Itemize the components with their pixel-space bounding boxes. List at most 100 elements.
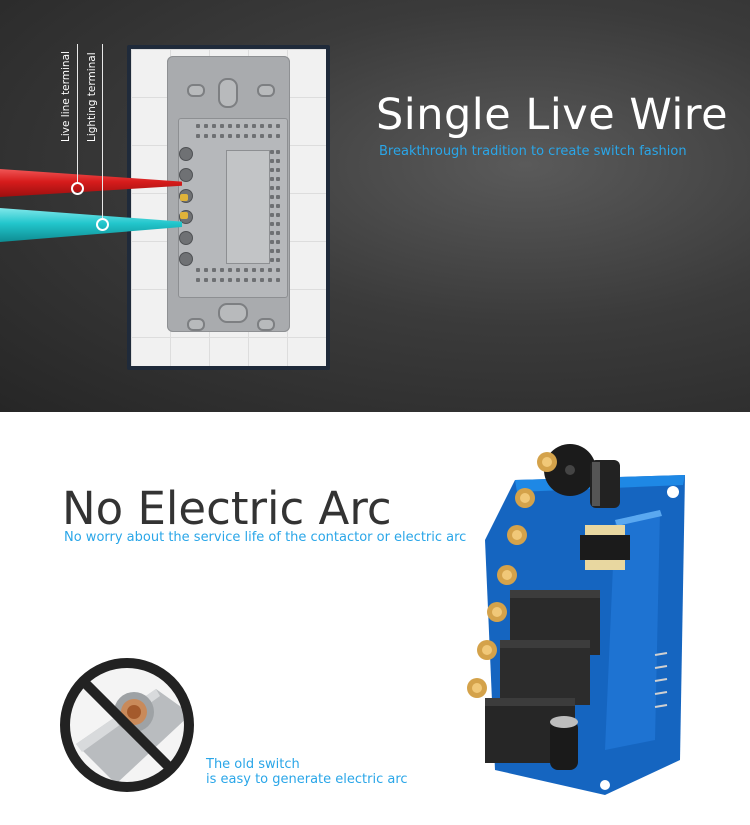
bottom-right-tab bbox=[257, 318, 275, 331]
vent-hole bbox=[268, 124, 272, 128]
vent-hole bbox=[204, 268, 208, 272]
vent-hole bbox=[220, 278, 224, 282]
vent-hole bbox=[228, 268, 232, 272]
no-electric-arc-title: No Electric Arc bbox=[62, 482, 392, 535]
vent-hole bbox=[244, 278, 248, 282]
vent-hole bbox=[252, 124, 256, 128]
no-electric-arc-subtitle: No worry about the service life of the c… bbox=[64, 530, 467, 545]
vent-hole bbox=[270, 231, 274, 235]
vent-hole bbox=[270, 150, 274, 154]
single-live-wire-title: Single Live Wire bbox=[376, 90, 729, 140]
vent-hole bbox=[270, 249, 274, 253]
vent-hole bbox=[212, 268, 216, 272]
vent-hole bbox=[260, 278, 264, 282]
lighting-label-line bbox=[102, 44, 103, 220]
electrolytic-capacitor bbox=[550, 720, 578, 770]
vent-hole bbox=[212, 278, 216, 282]
old-switch-caption-line1: The old switch bbox=[206, 757, 300, 772]
vent-hole bbox=[220, 124, 224, 128]
live-label-dot bbox=[71, 182, 84, 195]
gold-terminals bbox=[467, 452, 557, 698]
single-live-wire-subtitle: Breakthrough tradition to create switch … bbox=[379, 144, 687, 159]
mount-hole-bottom bbox=[600, 780, 610, 790]
module-window bbox=[226, 150, 270, 264]
relay-circuit-board bbox=[467, 444, 685, 795]
vent-hole bbox=[270, 213, 274, 217]
terminal-6 bbox=[179, 252, 193, 266]
vent-hole bbox=[268, 278, 272, 282]
vent-hole bbox=[276, 150, 280, 154]
vent-hole bbox=[212, 124, 216, 128]
vent-hole bbox=[276, 124, 280, 128]
vent-hole bbox=[276, 159, 280, 163]
vent-hole bbox=[276, 134, 280, 138]
vent-hole bbox=[276, 231, 280, 235]
vent-hole bbox=[196, 268, 200, 272]
vent-hole bbox=[270, 222, 274, 226]
vent-hole bbox=[196, 278, 200, 282]
vent-hole bbox=[276, 268, 280, 272]
vent-hole bbox=[252, 278, 256, 282]
vent-hole bbox=[244, 124, 248, 128]
single-live-wire-banner: Live line terminal Lighting terminal Sin… bbox=[0, 0, 750, 412]
vent-hole bbox=[268, 134, 272, 138]
top-left-tab bbox=[187, 84, 205, 97]
vent-hole bbox=[276, 249, 280, 253]
vent-hole bbox=[260, 124, 264, 128]
vent-hole bbox=[270, 240, 274, 244]
vent-hole bbox=[276, 177, 280, 181]
vent-hole bbox=[236, 278, 240, 282]
lighting-label-dot bbox=[96, 218, 109, 231]
vent-hole bbox=[276, 168, 280, 172]
vent-hole bbox=[270, 258, 274, 262]
vent-hole bbox=[220, 268, 224, 272]
vent-hole bbox=[270, 186, 274, 190]
vent-hole bbox=[204, 124, 208, 128]
vent-hole bbox=[276, 222, 280, 226]
vent-hole bbox=[220, 134, 224, 138]
vent-hole bbox=[236, 124, 240, 128]
vent-hole bbox=[228, 278, 232, 282]
vent-hole bbox=[270, 204, 274, 208]
vent-hole bbox=[228, 124, 232, 128]
vent-hole bbox=[244, 268, 248, 272]
lighting-terminal-label: Lighting terminal bbox=[86, 52, 98, 142]
vent-hole bbox=[270, 177, 274, 181]
vent-hole bbox=[268, 268, 272, 272]
vent-hole bbox=[270, 168, 274, 172]
header-pins bbox=[654, 652, 668, 708]
vent-hole bbox=[236, 134, 240, 138]
vent-hole bbox=[196, 124, 200, 128]
vent-hole bbox=[276, 278, 280, 282]
vent-hole bbox=[270, 159, 274, 163]
vent-hole bbox=[204, 278, 208, 282]
live-label-line bbox=[77, 44, 78, 184]
top-mount-slot bbox=[218, 78, 238, 108]
vent-hole bbox=[260, 268, 264, 272]
vent-hole bbox=[204, 134, 208, 138]
vent-hole bbox=[276, 258, 280, 262]
vent-hole bbox=[276, 204, 280, 208]
vent-hole bbox=[252, 134, 256, 138]
live-wire-tip bbox=[180, 194, 188, 201]
vent-hole bbox=[212, 134, 216, 138]
vent-hole bbox=[276, 213, 280, 217]
lighting-wire-tip bbox=[180, 212, 188, 219]
live-line-terminal-label: Live line terminal bbox=[60, 51, 72, 142]
mount-hole-top bbox=[667, 486, 679, 498]
old-switch-caption-line2: is easy to generate electric arc bbox=[206, 772, 408, 787]
terminal-1 bbox=[179, 147, 193, 161]
vent-hole bbox=[244, 134, 248, 138]
vent-hole bbox=[276, 240, 280, 244]
bottom-left-tab bbox=[187, 318, 205, 331]
vent-hole bbox=[276, 195, 280, 199]
bottom-mount-slot bbox=[218, 303, 248, 323]
vent-hole bbox=[270, 195, 274, 199]
vent-hole bbox=[276, 186, 280, 190]
vent-hole bbox=[252, 268, 256, 272]
vent-hole bbox=[236, 268, 240, 272]
relay-2 bbox=[500, 640, 590, 705]
top-right-tab bbox=[257, 84, 275, 97]
prohibited-icon bbox=[60, 658, 194, 792]
vent-hole bbox=[228, 134, 232, 138]
